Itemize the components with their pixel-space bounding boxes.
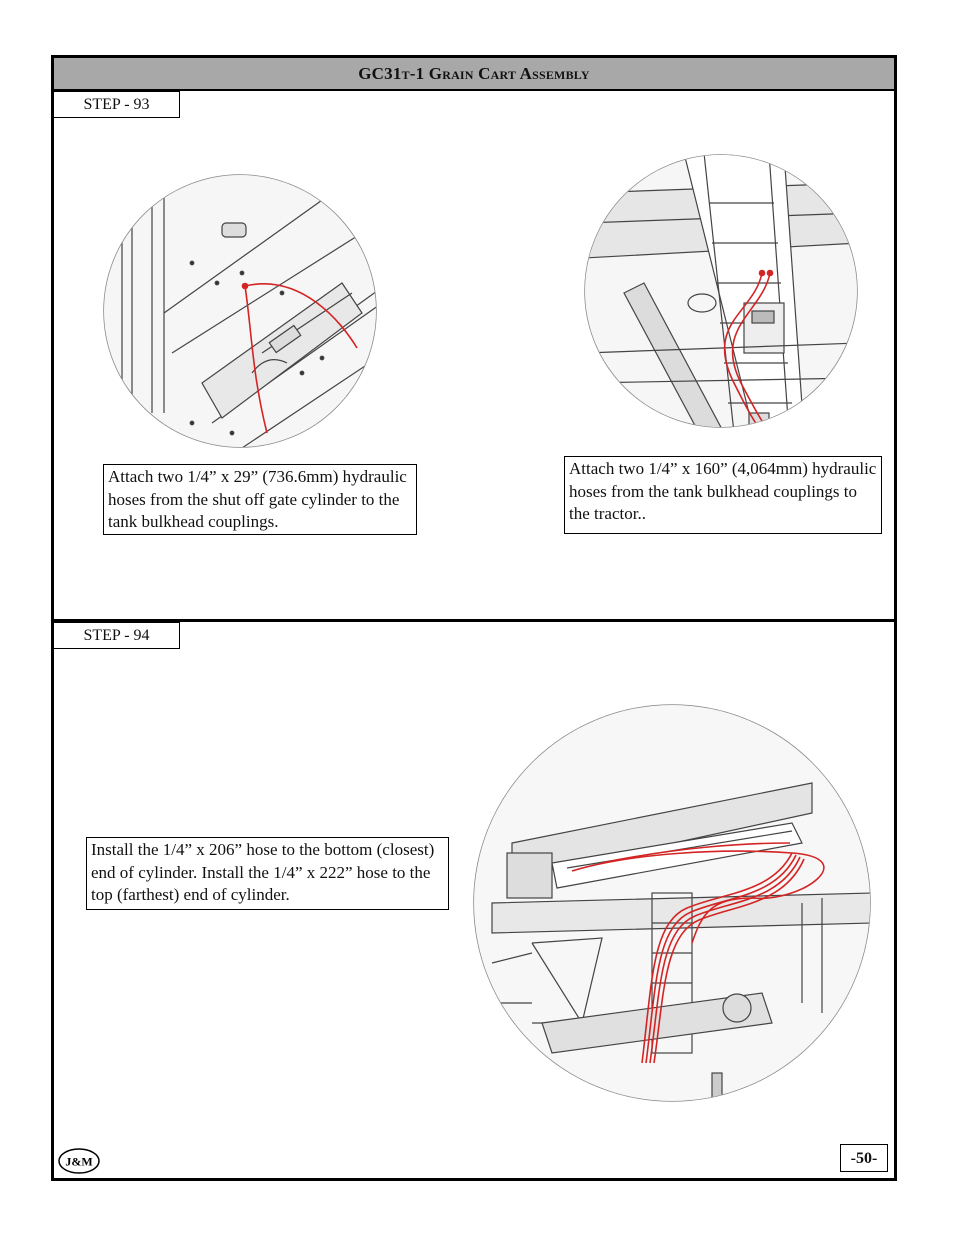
shutoff-gate-hoses-illustration <box>103 174 377 448</box>
page-title: GC31t-1 Grain Cart Assembly <box>54 58 894 91</box>
section-divider <box>54 619 894 622</box>
tank-bulkhead-hoses-illustration <box>584 154 858 428</box>
svg-text:J&M: J&M <box>65 1155 92 1169</box>
step-93-note-right: Attach two 1/4” x 160” (4,064mm) hydraul… <box>564 456 882 534</box>
jm-logo: J&M <box>58 1148 100 1174</box>
step-94-label: STEP - 94 <box>54 622 180 649</box>
title-suffix: t-1 Grain Cart Assembly <box>401 64 590 83</box>
step-94-note: Install the 1/4” x 206” hose to the bott… <box>86 837 449 910</box>
page-number: -50- <box>840 1144 888 1172</box>
title-prefix: GC31 <box>358 64 402 83</box>
page-frame: GC31t-1 Grain Cart Assembly STEP - 93 <box>51 55 897 1181</box>
cylinder-hoses-illustration <box>473 704 871 1102</box>
step-93-label: STEP - 93 <box>54 91 180 118</box>
step-93-note-left: Attach two 1/4” x 29” (736.6mm) hydrauli… <box>103 464 417 535</box>
